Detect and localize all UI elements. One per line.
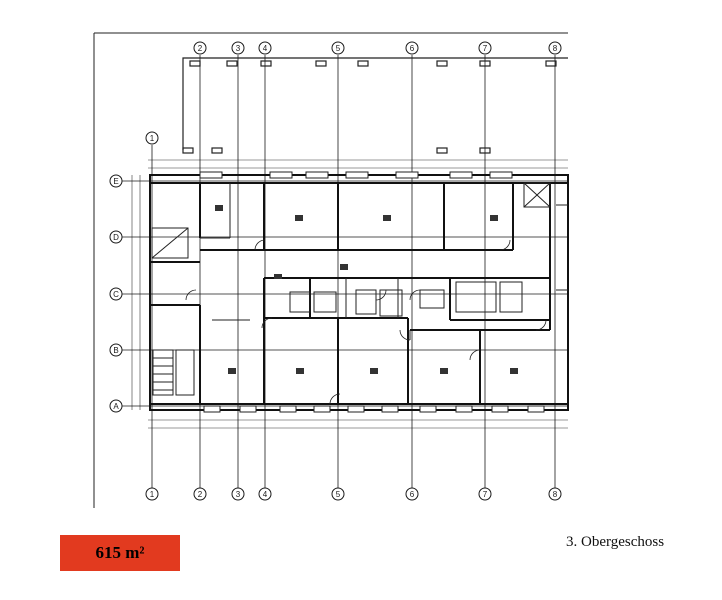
svg-text:D: D: [113, 233, 119, 242]
svg-text:3: 3: [236, 490, 241, 499]
column-axis-bubble-bottom-7: 7: [478, 487, 492, 501]
svg-text:6: 6: [410, 490, 415, 499]
column-axis-bubble-bottom-1: 1: [145, 487, 159, 501]
svg-text:A: A: [113, 402, 119, 411]
svg-text:3: 3: [236, 44, 241, 53]
column-axis-bubble-bottom-3: 3: [231, 487, 245, 501]
column-axis-bubble-bottom-5: 5: [331, 487, 345, 501]
svg-text:4: 4: [263, 44, 268, 53]
svg-text:4: 4: [263, 490, 268, 499]
grid-axis-lines: [122, 55, 568, 488]
dimension-lines: [131, 159, 568, 429]
column-axis-bubble-top-3: 3: [231, 41, 245, 55]
interior-partitions: [151, 182, 568, 396]
room-stamps: [215, 205, 518, 374]
column-axis-bubble-top-8: 8: [548, 41, 562, 55]
row-axis-bubble-C: C: [109, 287, 123, 301]
building-walls: [149, 174, 569, 411]
svg-text:7: 7: [483, 44, 488, 53]
svg-text:1: 1: [150, 134, 155, 143]
column-axis-bubble-bottom-4: 4: [258, 487, 272, 501]
row-axis-bubble-B: B: [109, 343, 123, 357]
svg-text:5: 5: [336, 44, 341, 53]
svg-text:2: 2: [198, 490, 203, 499]
column-axis-bubble-bottom-8: 8: [548, 487, 562, 501]
upper-outline: [182, 57, 568, 154]
svg-text:B: B: [113, 346, 118, 355]
row-axis-bubble-A: A: [109, 399, 123, 413]
svg-text:1: 1: [150, 490, 155, 499]
svg-text:5: 5: [336, 490, 341, 499]
column-axis-bubble-bottom-6: 6: [405, 487, 419, 501]
svg-text:7: 7: [483, 490, 488, 499]
svg-text:8: 8: [553, 490, 558, 499]
column-axis-bubble-bottom-2: 2: [193, 487, 207, 501]
row-axis-bubble-D: D: [109, 230, 123, 244]
column-axis-bubble-top-7: 7: [478, 41, 492, 55]
windows: [199, 171, 545, 413]
row-axis-bubble-E: E: [109, 174, 123, 188]
svg-text:8: 8: [553, 44, 558, 53]
column-axis-bubble-top-2: 2: [193, 41, 207, 55]
column-axis-bubble-top-6: 6: [405, 41, 419, 55]
column-axis-bubble-top-5: 5: [331, 41, 345, 55]
svg-text:C: C: [113, 290, 119, 299]
svg-text:6: 6: [410, 44, 415, 53]
svg-text:E: E: [113, 177, 118, 186]
door-swings: [185, 239, 547, 405]
floor-label: 3. Obergeschoss: [566, 534, 665, 550]
column-axis-bubble-top-1: 1: [145, 131, 159, 145]
svg-text:2: 2: [198, 44, 203, 53]
drawing-frame: [93, 32, 568, 508]
area-badge: 615 m²: [60, 535, 180, 571]
column-axis-bubble-top-4: 4: [258, 41, 272, 55]
